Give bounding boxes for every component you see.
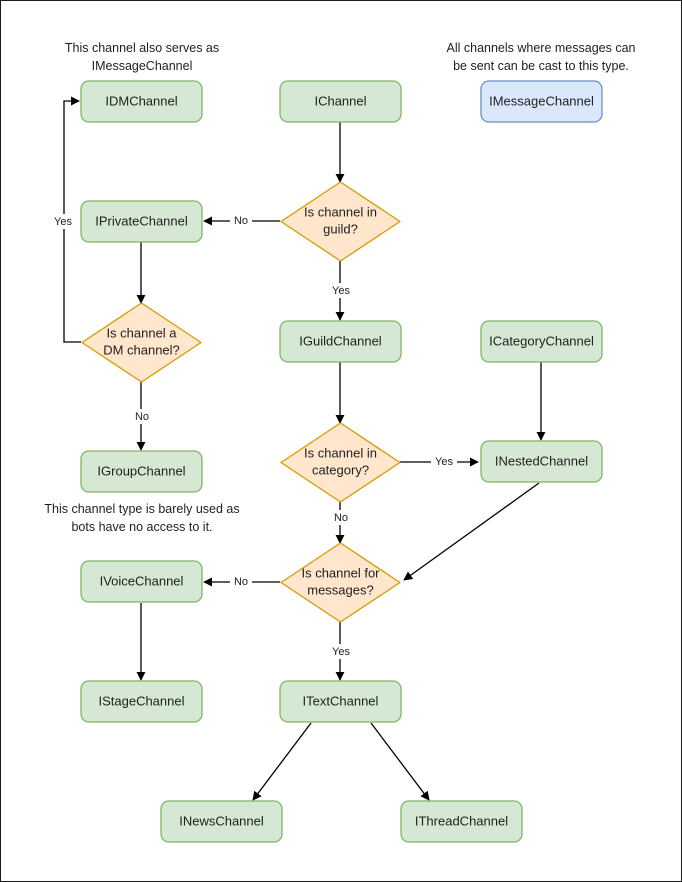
node-istagechannel[interactable]: IStageChannel xyxy=(80,680,203,723)
node-icategorychannel-label: ICategoryChannel xyxy=(489,333,594,348)
edge-label-dm-no: No xyxy=(135,411,149,423)
node-inestedchannel-shape[interactable] xyxy=(480,440,603,483)
decision-is-channel-in-guild-line2: guild? xyxy=(323,221,358,236)
edge-label-dm-yes: Yes xyxy=(54,216,72,228)
node-idmchannel-label: IDMChannel xyxy=(105,93,177,108)
decision-is-channel-in-guild-shape[interactable] xyxy=(280,181,401,262)
node-ivoicechannel[interactable]: IVoiceChannel xyxy=(80,560,203,603)
node-imessagechannel-label: IMessageChannel xyxy=(489,93,594,108)
decision-is-channel-dm-shape[interactable] xyxy=(81,302,202,383)
node-idmchannel[interactable]: IDMChannel xyxy=(80,80,203,123)
node-inewschannel[interactable]: INewsChannel xyxy=(160,800,283,843)
decision-is-channel-dm-line1: Is channel a xyxy=(106,325,177,340)
edge-label-messages-no: No xyxy=(234,576,248,588)
node-igroupchannel-shape[interactable] xyxy=(80,450,203,493)
edge-label-category-yes: Yes xyxy=(435,456,453,468)
node-igroupchannel-label: IGroupChannel xyxy=(97,463,185,478)
decision-is-channel-dm-line2: DM channel? xyxy=(103,342,180,357)
decision-is-channel-in-category-line1: Is channel in xyxy=(304,445,377,460)
node-ichannel-shape[interactable] xyxy=(279,80,402,123)
node-iguildchannel-shape[interactable] xyxy=(279,320,402,363)
node-icategorychannel[interactable]: ICategoryChannel xyxy=(480,320,603,363)
node-iprivatechannel-label: IPrivateChannel xyxy=(95,213,188,228)
node-itextchannel-shape[interactable] xyxy=(279,680,402,723)
decision-is-channel-in-category-shape[interactable] xyxy=(280,422,401,503)
node-icategorychannel-shape[interactable] xyxy=(480,320,603,363)
note-group-line1: This channel type is barely used as xyxy=(44,502,239,516)
node-inewschannel-label: INewsChannel xyxy=(179,813,264,828)
node-iguildchannel[interactable]: IGuildChannel xyxy=(279,320,402,363)
node-ichannel-label: IChannel xyxy=(314,93,366,108)
decision-is-channel-dm[interactable]: Is channel a DM channel? xyxy=(81,302,202,383)
note-dm-line2: IMessageChannel xyxy=(92,59,193,73)
edge-labels-layer: No Yes Yes No Yes No No Yes xyxy=(51,213,457,659)
decision-is-channel-in-category[interactable]: Is channel in category? xyxy=(280,422,401,503)
decision-is-channel-for-messages-line2: messages? xyxy=(307,582,373,597)
nodes-layer: IDMChannel IChannel IMessageChannel Is c… xyxy=(80,80,603,843)
node-ichannel[interactable]: IChannel xyxy=(279,80,402,123)
decision-is-channel-in-category-line2: category? xyxy=(312,462,369,477)
node-ivoicechannel-label: IVoiceChannel xyxy=(100,573,184,588)
node-ithreadchannel-shape[interactable] xyxy=(400,800,523,843)
node-itextchannel[interactable]: ITextChannel xyxy=(279,680,402,723)
node-ivoicechannel-shape[interactable] xyxy=(80,560,203,603)
edge-label-category-no: No xyxy=(334,512,348,524)
node-inestedchannel-label: INestedChannel xyxy=(495,453,588,468)
note-message-line2: be sent can be cast to this type. xyxy=(453,59,629,73)
node-inewschannel-shape[interactable] xyxy=(160,800,283,843)
edge-itextchannel-to-ithreadchannel xyxy=(370,722,430,801)
edge-label-messages-yes: Yes xyxy=(332,646,350,658)
node-ithreadchannel-label: IThreadChannel xyxy=(415,813,508,828)
node-iguildchannel-label: IGuildChannel xyxy=(299,333,381,348)
node-itextchannel-label: ITextChannel xyxy=(303,693,379,708)
node-istagechannel-shape[interactable] xyxy=(80,680,203,723)
node-istagechannel-label: IStageChannel xyxy=(98,693,184,708)
decision-is-channel-for-messages-shape[interactable] xyxy=(280,542,401,623)
edge-itextchannel-to-inewschannel xyxy=(252,722,312,801)
note-message-line1: All channels where messages can xyxy=(447,41,636,55)
node-ithreadchannel[interactable]: IThreadChannel xyxy=(400,800,523,843)
node-imessagechannel[interactable]: IMessageChannel xyxy=(480,80,603,123)
decision-is-channel-for-messages-line1: Is channel for xyxy=(301,565,380,580)
decision-is-channel-for-messages[interactable]: Is channel for messages? xyxy=(280,542,401,623)
node-iprivatechannel-shape[interactable] xyxy=(80,200,203,243)
edge-label-guild-yes: Yes xyxy=(332,285,350,297)
node-idmchannel-shape[interactable] xyxy=(80,80,203,123)
decision-is-channel-in-guild[interactable]: Is channel in guild? xyxy=(280,181,401,262)
notes-layer: This channel also serves as IMessageChan… xyxy=(44,41,635,534)
note-dm-line1: This channel also serves as xyxy=(65,41,219,55)
decision-is-channel-in-guild-line1: Is channel in xyxy=(304,204,377,219)
node-igroupchannel[interactable]: IGroupChannel xyxy=(80,450,203,493)
node-imessagechannel-shape[interactable] xyxy=(480,80,603,123)
edge-label-guild-no: No xyxy=(234,215,248,227)
edge-inestedchannel-to-messages-decision xyxy=(403,482,540,581)
note-group-line2: bots have no access to it. xyxy=(71,520,212,534)
node-iprivatechannel[interactable]: IPrivateChannel xyxy=(80,200,203,243)
node-inestedchannel[interactable]: INestedChannel xyxy=(480,440,603,483)
